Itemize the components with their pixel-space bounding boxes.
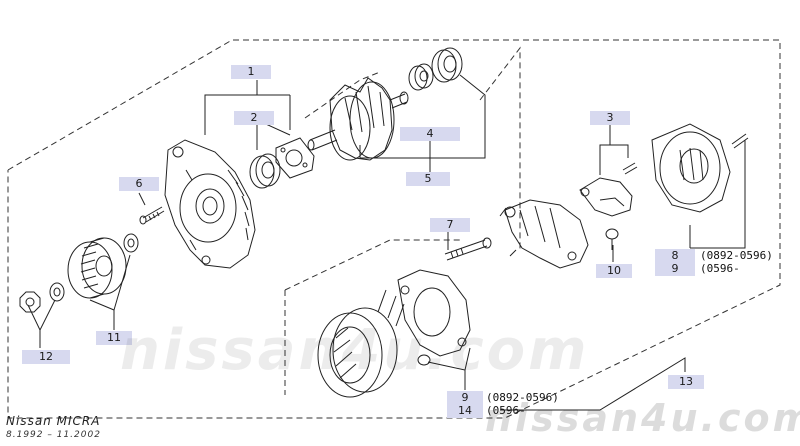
range-label-9: (0596-	[700, 262, 740, 275]
terminal-screw	[605, 228, 619, 250]
assembly-boundary	[7, 39, 781, 419]
callout-c2: 2	[234, 111, 274, 125]
watermark: nissan4u.com	[120, 318, 590, 383]
range-label-14: (0596-	[486, 404, 526, 417]
callout-c11: 11	[96, 331, 132, 345]
callout-c6: 6	[119, 177, 159, 191]
callout-c10: 10	[596, 264, 632, 278]
callout-c8: 8	[655, 249, 695, 263]
leader-lines	[27, 74, 746, 411]
stator-assembly	[317, 269, 471, 398]
callout-c9b: 9	[447, 391, 483, 405]
nut-and-washer	[19, 282, 65, 313]
through-bolt	[139, 206, 165, 225]
callout-c12: 12	[22, 350, 70, 364]
callout-c13: 13	[668, 375, 704, 389]
front-bearing	[249, 137, 315, 189]
model-name: Nissan MICRA	[6, 414, 101, 428]
range-label-8: (0892-0596)	[700, 249, 773, 262]
callout-c9a: 9	[655, 262, 695, 276]
rotor	[307, 77, 409, 161]
range-label-9b: (0892-0596)	[486, 391, 559, 404]
rectifier-assembly	[499, 199, 589, 269]
brush-holder	[579, 162, 638, 217]
corner-watermark: nissan4u.com	[485, 396, 800, 440]
model-dates: 8.1992 – 11.2002	[6, 430, 101, 440]
front-housing	[164, 139, 256, 269]
callout-c3: 3	[590, 111, 630, 125]
pulley	[67, 233, 139, 299]
callout-c4: 4	[400, 127, 460, 141]
callout-c7: 7	[430, 218, 470, 232]
callout-c5: 5	[406, 172, 450, 186]
rear-cover	[651, 123, 749, 213]
long-bolt	[444, 237, 492, 261]
rear-bearing	[408, 47, 463, 91]
callout-c14: 14	[447, 404, 483, 418]
callout-c1: 1	[231, 65, 271, 79]
